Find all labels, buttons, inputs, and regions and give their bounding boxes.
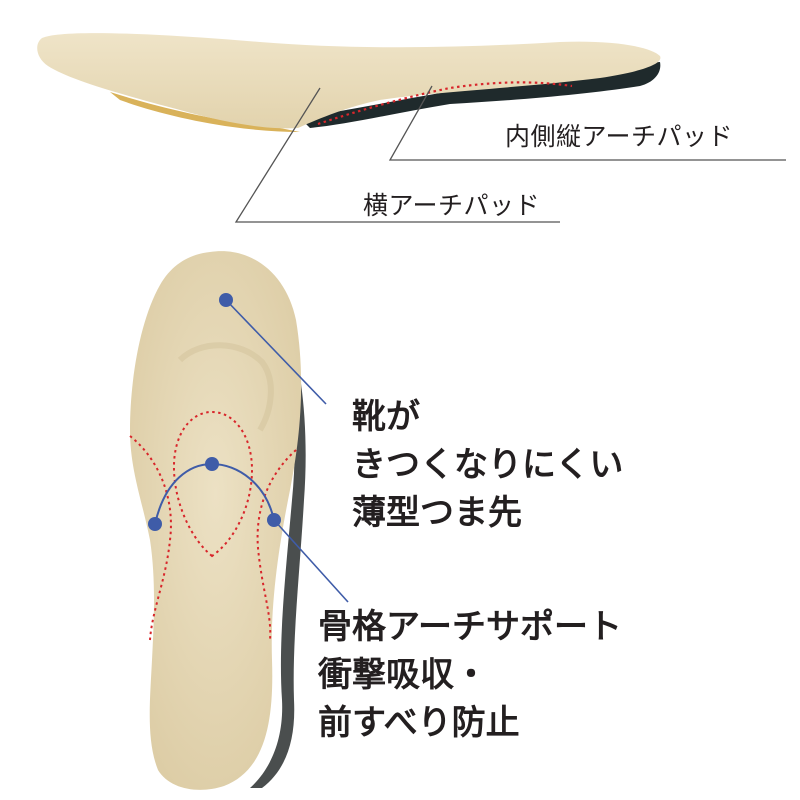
toe-feature-line3: 薄型つま先: [352, 493, 522, 533]
insole-contour-shading: [177, 342, 274, 432]
arch-dot-center: [205, 457, 219, 471]
arch-pad-outline-top: [172, 410, 254, 558]
toe-feature-line2: きつくなりにくい: [352, 445, 624, 485]
arch-support-feature-label: 骨格アーチサポート 衝撃吸収・ 前すべり防止: [318, 603, 622, 747]
arch-pointer-line: [273, 519, 349, 603]
leader-line-transverse: [234, 87, 560, 223]
right-curve-outline: [256, 449, 297, 641]
toe-pointer-line: [225, 299, 327, 405]
medial-arch-pad-label: 内側縦アーチパッド: [505, 122, 734, 151]
arch-dot-left: [148, 517, 162, 531]
leader-line-medial: [388, 85, 786, 161]
insole-top-view: [129, 251, 306, 790]
insole-top-edge: [250, 290, 306, 788]
thin-toe-feature-label: 靴が きつくなりにくい 薄型つま先: [352, 393, 623, 537]
transverse-arch-pad-label: 横アーチパッド: [363, 191, 541, 220]
arch-feature-line3: 前すべり防止: [318, 703, 520, 743]
insole-top-surface: [37, 33, 661, 129]
toe-pointer-dot: [219, 293, 233, 307]
arch-feature-line2: 衝撃吸収・: [318, 655, 488, 695]
medial-arch-pad-outline: [317, 81, 573, 126]
arch-feature-line1: 骨格アーチサポート: [318, 607, 622, 647]
insole-footbed: [130, 251, 302, 790]
left-curve-outline: [129, 435, 172, 641]
insole-side-view: [37, 33, 661, 132]
toe-feature-line1: 靴が: [352, 397, 420, 437]
